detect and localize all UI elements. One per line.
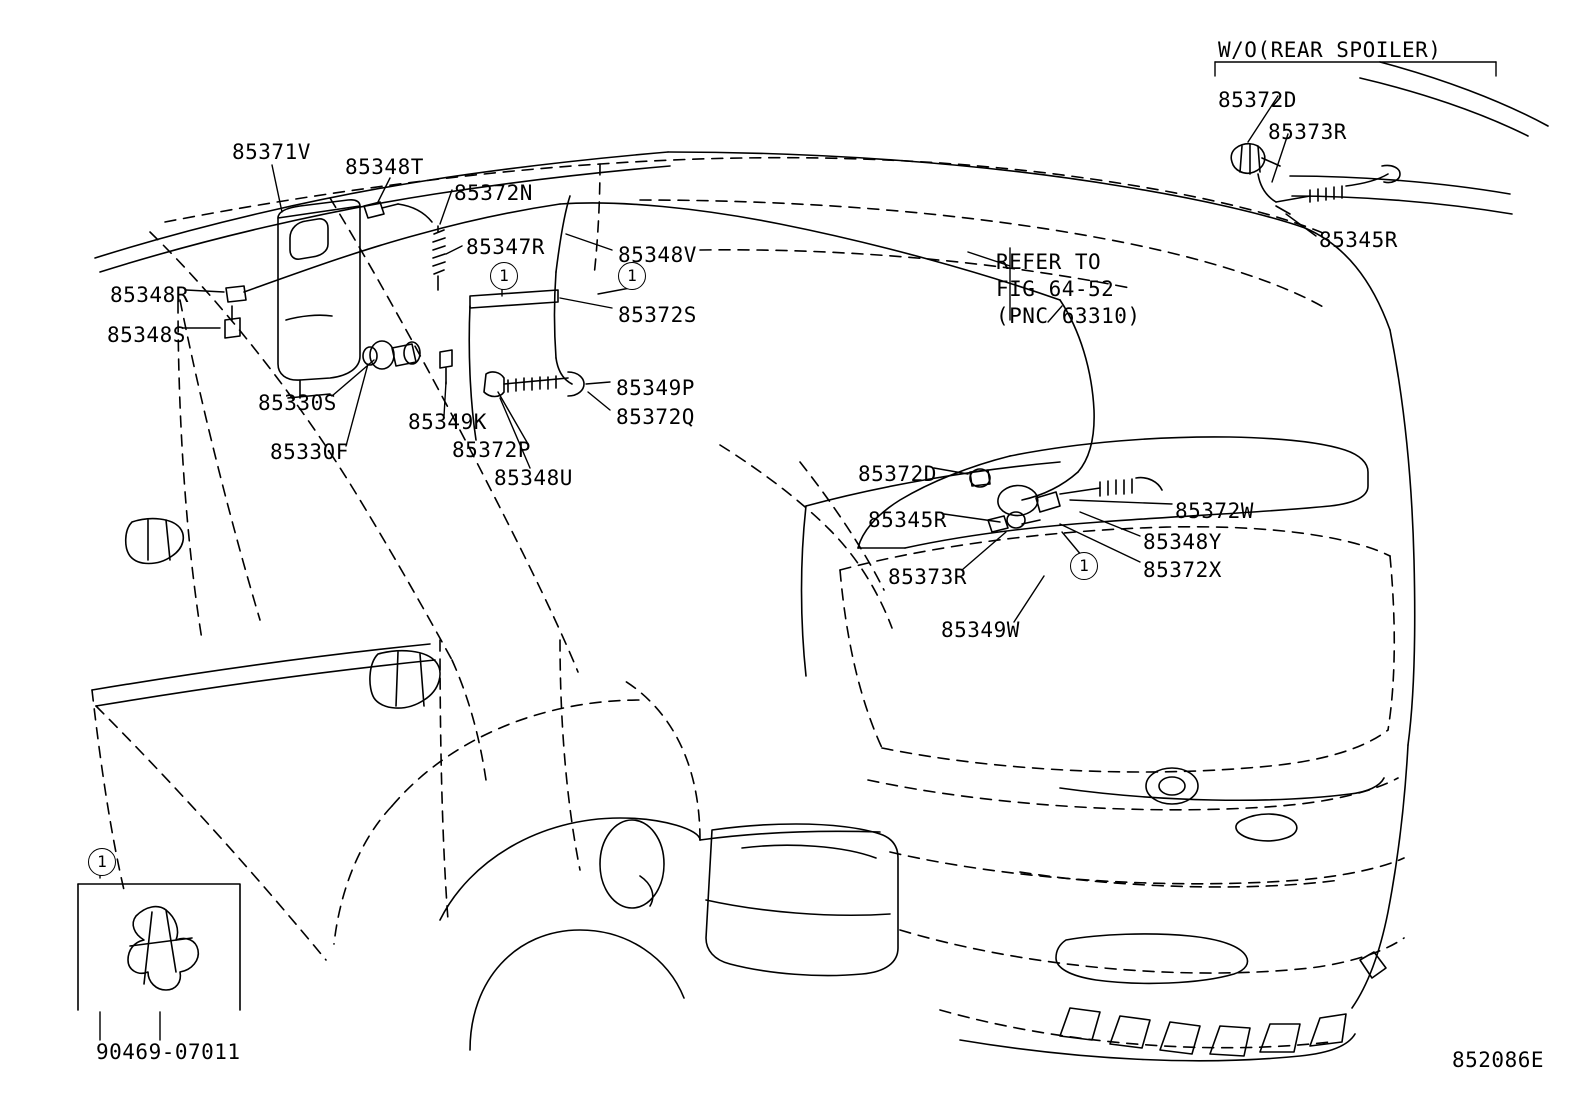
part-label-85348s: 85348S <box>107 323 186 347</box>
part-label-85372x: 85372X <box>1143 558 1222 582</box>
note-refer-line3: (PNC 63310) <box>996 304 1141 328</box>
part-label-85373r: 85373R <box>1268 120 1347 144</box>
part-label-85330s: 85330S <box>258 391 337 415</box>
part-label-85348y: 85348Y <box>1143 530 1222 554</box>
part-label-85349k: 85349K <box>408 410 487 434</box>
part-label-85371v: 85371V <box>232 140 311 164</box>
callout-marker-1: 1 <box>490 262 518 290</box>
part-label-85372q: 85372Q <box>616 405 695 429</box>
callout-marker-inset: 1 <box>88 848 116 876</box>
part-label-85348u: 85348U <box>494 466 573 490</box>
part-label-85372d: 85372D <box>1218 88 1297 112</box>
part-label-85372p: 85372P <box>452 438 531 462</box>
note-refer-line2: FIG 64-52 <box>996 277 1115 301</box>
part-label-85372w: 85372W <box>1175 499 1254 523</box>
part-label-85349w: 85349W <box>941 618 1020 642</box>
part-label-85348t: 85348T <box>345 155 424 179</box>
part-label-85349p: 85349P <box>616 376 695 400</box>
callout-marker-3: 1 <box>1070 552 1098 580</box>
inset-part-number: 90469-07011 <box>96 1040 241 1064</box>
part-label-85348r: 85348R <box>110 283 189 307</box>
part-label-85372n: 85372N <box>454 181 533 205</box>
part-label-85345r: 85345R <box>868 508 947 532</box>
part-label-85330f: 85330F <box>270 440 349 464</box>
part-label-85348v: 85348V <box>618 243 697 267</box>
part-label-85372d: 85372D <box>858 462 937 486</box>
part-label-85373r: 85373R <box>888 565 967 589</box>
part-label-85347r: 85347R <box>466 235 545 259</box>
note-refer-line1: REFER TO <box>996 250 1102 274</box>
figure-code: 852086E <box>1452 1048 1545 1072</box>
part-label-85372s: 85372S <box>618 303 697 327</box>
note-without-rear-spoiler: W/O(REAR SPOILER) <box>1218 38 1442 62</box>
part-label-85345r: 85345R <box>1319 228 1398 252</box>
callout-marker-2: 1 <box>618 262 646 290</box>
